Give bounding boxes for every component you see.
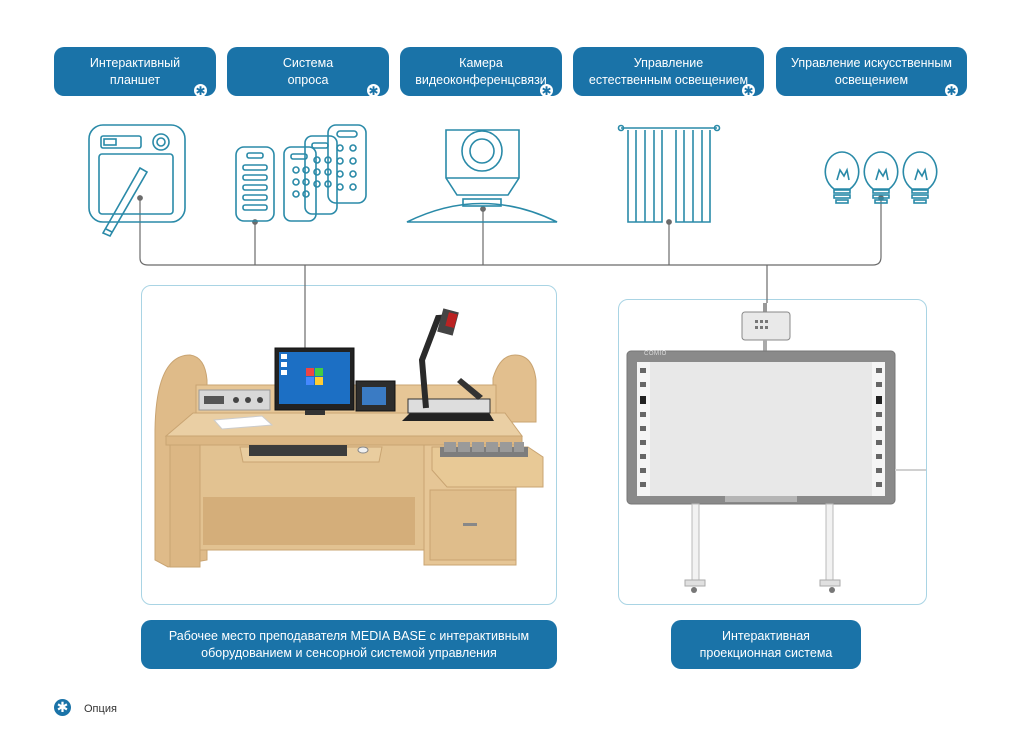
feature-label-natural-light: Управление естественным освещением ✱ bbox=[573, 47, 764, 98]
feature-label-line: опроса bbox=[287, 72, 329, 87]
caption-line: Рабочее место преподавателя MEDIA BASE с… bbox=[168, 628, 530, 643]
option-icon: ✱ bbox=[742, 84, 755, 98]
feature-label-voting-system: Система опроса ✱ bbox=[227, 47, 389, 98]
workstation-caption: Рабочее место преподавателя MEDIA BASE с… bbox=[141, 620, 557, 669]
feature-label-line: Система bbox=[282, 55, 334, 70]
video-camera-icon bbox=[406, 129, 558, 223]
workstation-desk-image bbox=[154, 308, 544, 568]
feature-label-video-camera: Камера видеоконференцсвязи ✱ bbox=[400, 47, 562, 98]
feature-label-line: Управление bbox=[633, 55, 704, 70]
board-brand-label: COMIO bbox=[644, 351, 667, 357]
feature-label-line: освещением bbox=[834, 72, 909, 87]
graphics-tablet-icon bbox=[88, 124, 186, 238]
feature-label-line: естественным освещением bbox=[588, 72, 749, 87]
option-icon: ✱ bbox=[194, 84, 207, 98]
option-icon: ✱ bbox=[367, 84, 380, 98]
feature-label-interactive-tablet: Интерактивный планшет ✱ bbox=[54, 47, 216, 98]
option-legend-icon: ✱ bbox=[54, 699, 71, 716]
feature-label-line: Управление искусственным bbox=[791, 55, 952, 70]
caption-line: оборудованием и сенсорной системой управ… bbox=[201, 645, 497, 660]
option-icon: ✱ bbox=[945, 84, 958, 98]
option-legend-label: Опция bbox=[84, 703, 117, 715]
caption-line: проекционная система bbox=[699, 645, 833, 660]
projection-caption: Интерактивная проекционная система bbox=[671, 620, 861, 669]
feature-label-line: Камера bbox=[459, 55, 503, 70]
caption-line: Интерактивная bbox=[722, 628, 810, 643]
curtains-icon bbox=[617, 124, 721, 223]
option-icon: ✱ bbox=[540, 84, 553, 98]
feature-label-line: Интерактивный bbox=[89, 55, 181, 70]
voting-remotes-icon bbox=[235, 124, 367, 222]
light-bulbs-icon bbox=[824, 151, 938, 204]
interactive-whiteboard-image bbox=[626, 303, 926, 593]
feature-label-line: видеоконференцсвязи bbox=[415, 72, 547, 87]
feature-label-artificial-light: Управление искусственным освещением ✱ bbox=[776, 47, 967, 98]
feature-label-line: планшет bbox=[109, 72, 161, 87]
